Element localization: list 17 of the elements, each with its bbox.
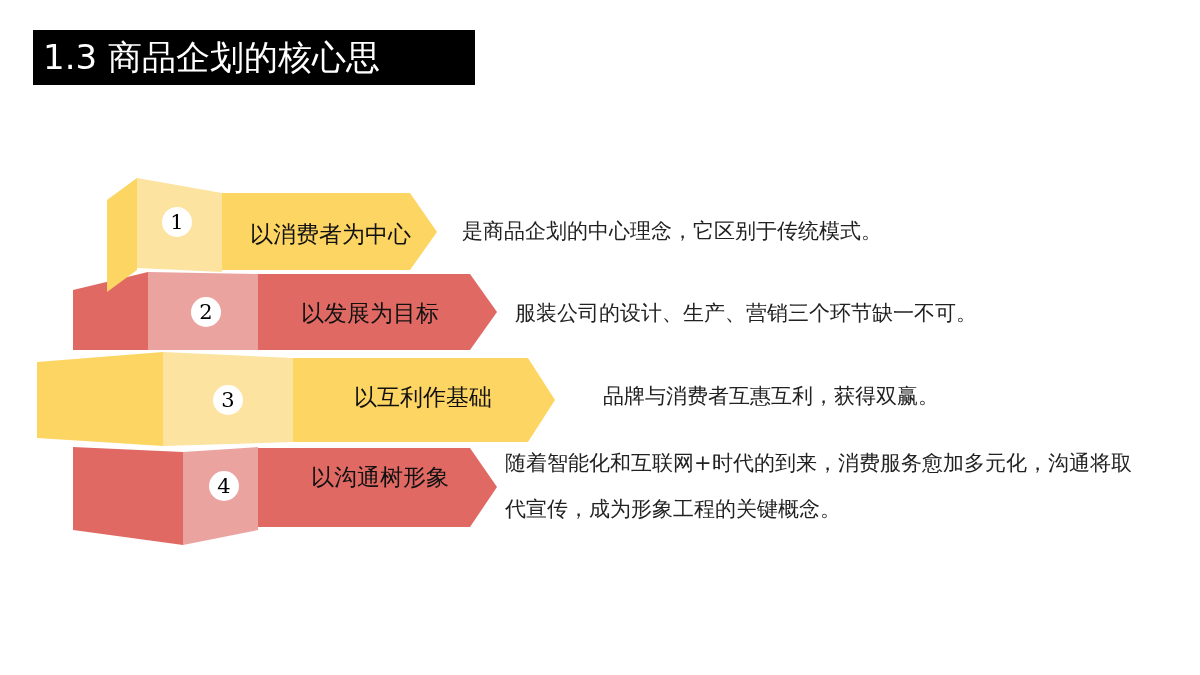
description-text: 是商品企划的中心理念，它区别于传统模式。 — [462, 218, 883, 245]
ribbon-flap — [73, 447, 183, 545]
slide-title: 1.3 商品企划的核心思 — [33, 30, 475, 85]
description-text: 随着智能化和互联网+时代的到来，消费服务愈加多元化，沟通将取代宣传，成为形象工程的关键概念。 — [505, 450, 1133, 523]
banner-heading: 以沟通树形象 — [311, 462, 449, 492]
ribbon-flap — [37, 352, 163, 446]
description-text: 服装公司的设计、生产、营销三个环节缺一不可。 — [515, 300, 978, 327]
banner-heading: 以消费者为中心 — [249, 219, 411, 249]
ribbon-banner — [163, 352, 555, 446]
banner-heading: 以互利作基础 — [354, 382, 492, 412]
banner-heading: 以发展为目标 — [301, 298, 439, 328]
ribbon-banner — [148, 272, 497, 350]
ribbon-banner — [183, 447, 497, 545]
ribbon-flap — [73, 272, 148, 350]
description-text: 品牌与消费者互惠互利，获得双赢。 — [603, 383, 940, 410]
ribbon-flap — [107, 178, 137, 292]
ribbon-banner — [137, 178, 437, 272]
